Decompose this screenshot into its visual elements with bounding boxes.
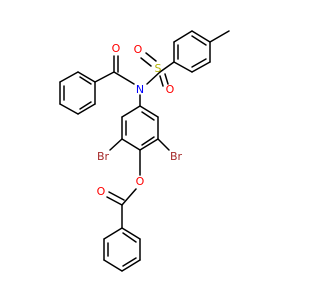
bond [77,71,96,83]
nitrogen-label: N [136,83,144,96]
bond [140,57,152,67]
bond [191,61,211,73]
oxygen-label: O [112,42,121,55]
bond [139,138,159,151]
bond [164,73,169,85]
bond [79,76,92,85]
bond [121,138,141,151]
oxygen-label: O [166,83,175,96]
bond [139,105,159,118]
bond [94,71,115,83]
bond [109,138,123,151]
bond [106,196,123,206]
bond [145,52,157,62]
bond [121,227,141,240]
oxygen-label: O [97,185,106,198]
bond [209,30,230,43]
bond [141,136,155,146]
bond [191,35,207,46]
bond [77,103,96,115]
bond [121,188,137,206]
oxygen-label: O [134,43,143,56]
bromine-label: Br [97,150,110,163]
bond [59,71,79,83]
bond [141,111,155,121]
bond [146,71,161,85]
bond [191,30,211,43]
bond [159,61,175,73]
molecule-structure: O S O O N Br Br O O [59,30,230,272]
bond [108,191,125,201]
bond-layer [59,30,230,272]
oxygen-label: O [136,175,145,188]
bond [157,138,170,151]
bond [173,61,193,73]
bond [121,259,141,272]
bromine-label: Br [170,150,183,163]
bond [121,105,141,118]
bond [122,257,137,267]
bond [173,30,193,43]
bond [191,58,207,68]
bond [59,103,79,115]
bond [103,259,123,272]
bond [113,71,135,85]
bond [122,232,137,243]
bond [79,101,92,110]
bond [103,227,123,240]
atom-label-layer: O S O O N Br Br O O [97,42,183,198]
bond [159,75,164,87]
sulfur-label: S [155,62,162,75]
